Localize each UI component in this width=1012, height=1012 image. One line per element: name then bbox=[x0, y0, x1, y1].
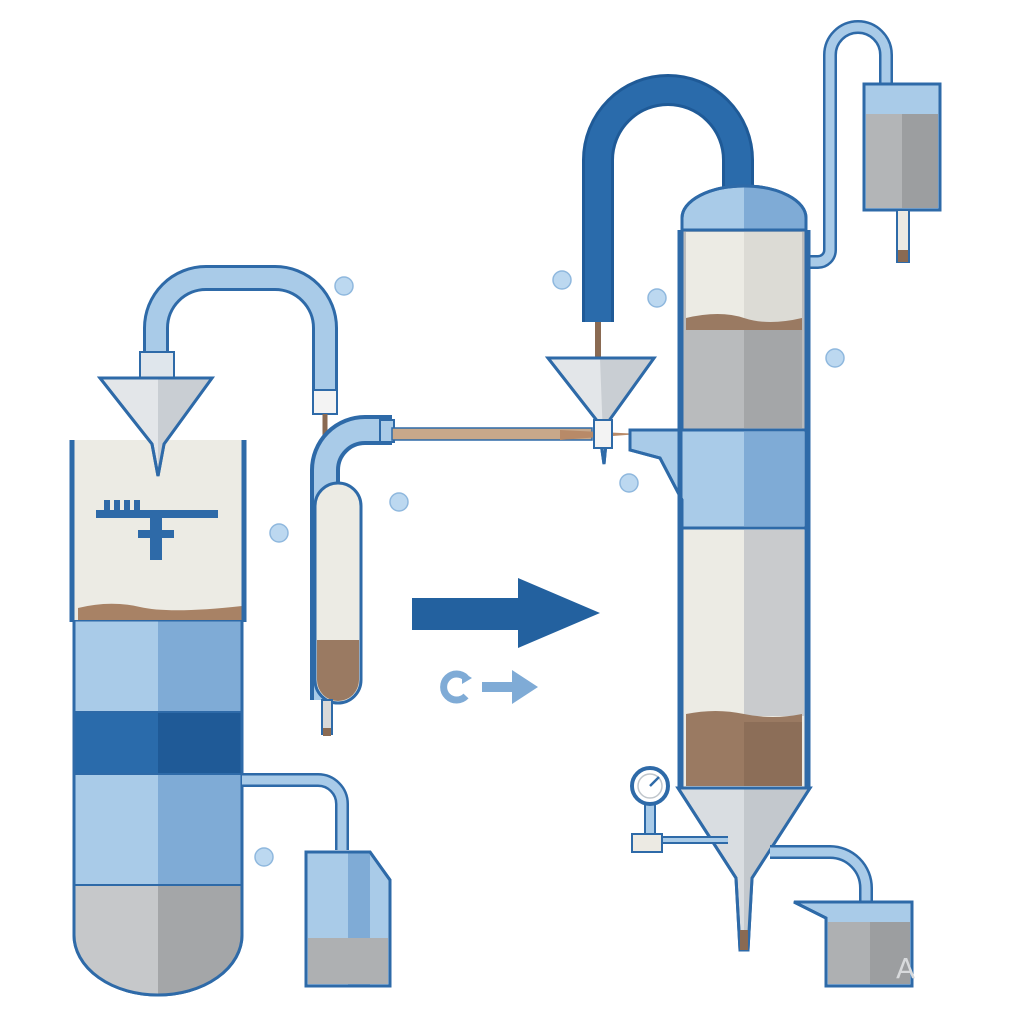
bubbles bbox=[254, 270, 845, 867]
bubble bbox=[269, 523, 289, 543]
right-funnel bbox=[544, 356, 657, 465]
left-collector-tube bbox=[310, 415, 395, 736]
bubble bbox=[647, 288, 667, 308]
left-vessel bbox=[69, 440, 247, 997]
bubble bbox=[254, 847, 274, 867]
bubble bbox=[619, 473, 639, 493]
top-right-reservoir bbox=[808, 20, 942, 269]
bubble bbox=[334, 276, 354, 296]
right-overhead-u-pipe bbox=[582, 74, 754, 358]
bubble bbox=[389, 492, 409, 512]
pressure-gauge bbox=[630, 766, 670, 853]
bottom-right-beaker bbox=[770, 845, 914, 988]
bottom-cone bbox=[640, 786, 813, 952]
bubble bbox=[825, 348, 845, 368]
left-stirrer bbox=[96, 500, 218, 560]
left-overhead-pipe bbox=[139, 265, 338, 440]
right-column bbox=[628, 184, 811, 790]
process-arrow bbox=[412, 578, 600, 648]
watermark: A bbox=[896, 952, 915, 985]
recycle-icon bbox=[440, 670, 538, 704]
left-outlet-container bbox=[242, 773, 392, 988]
left-funnel bbox=[96, 376, 215, 477]
bubble bbox=[552, 270, 572, 290]
